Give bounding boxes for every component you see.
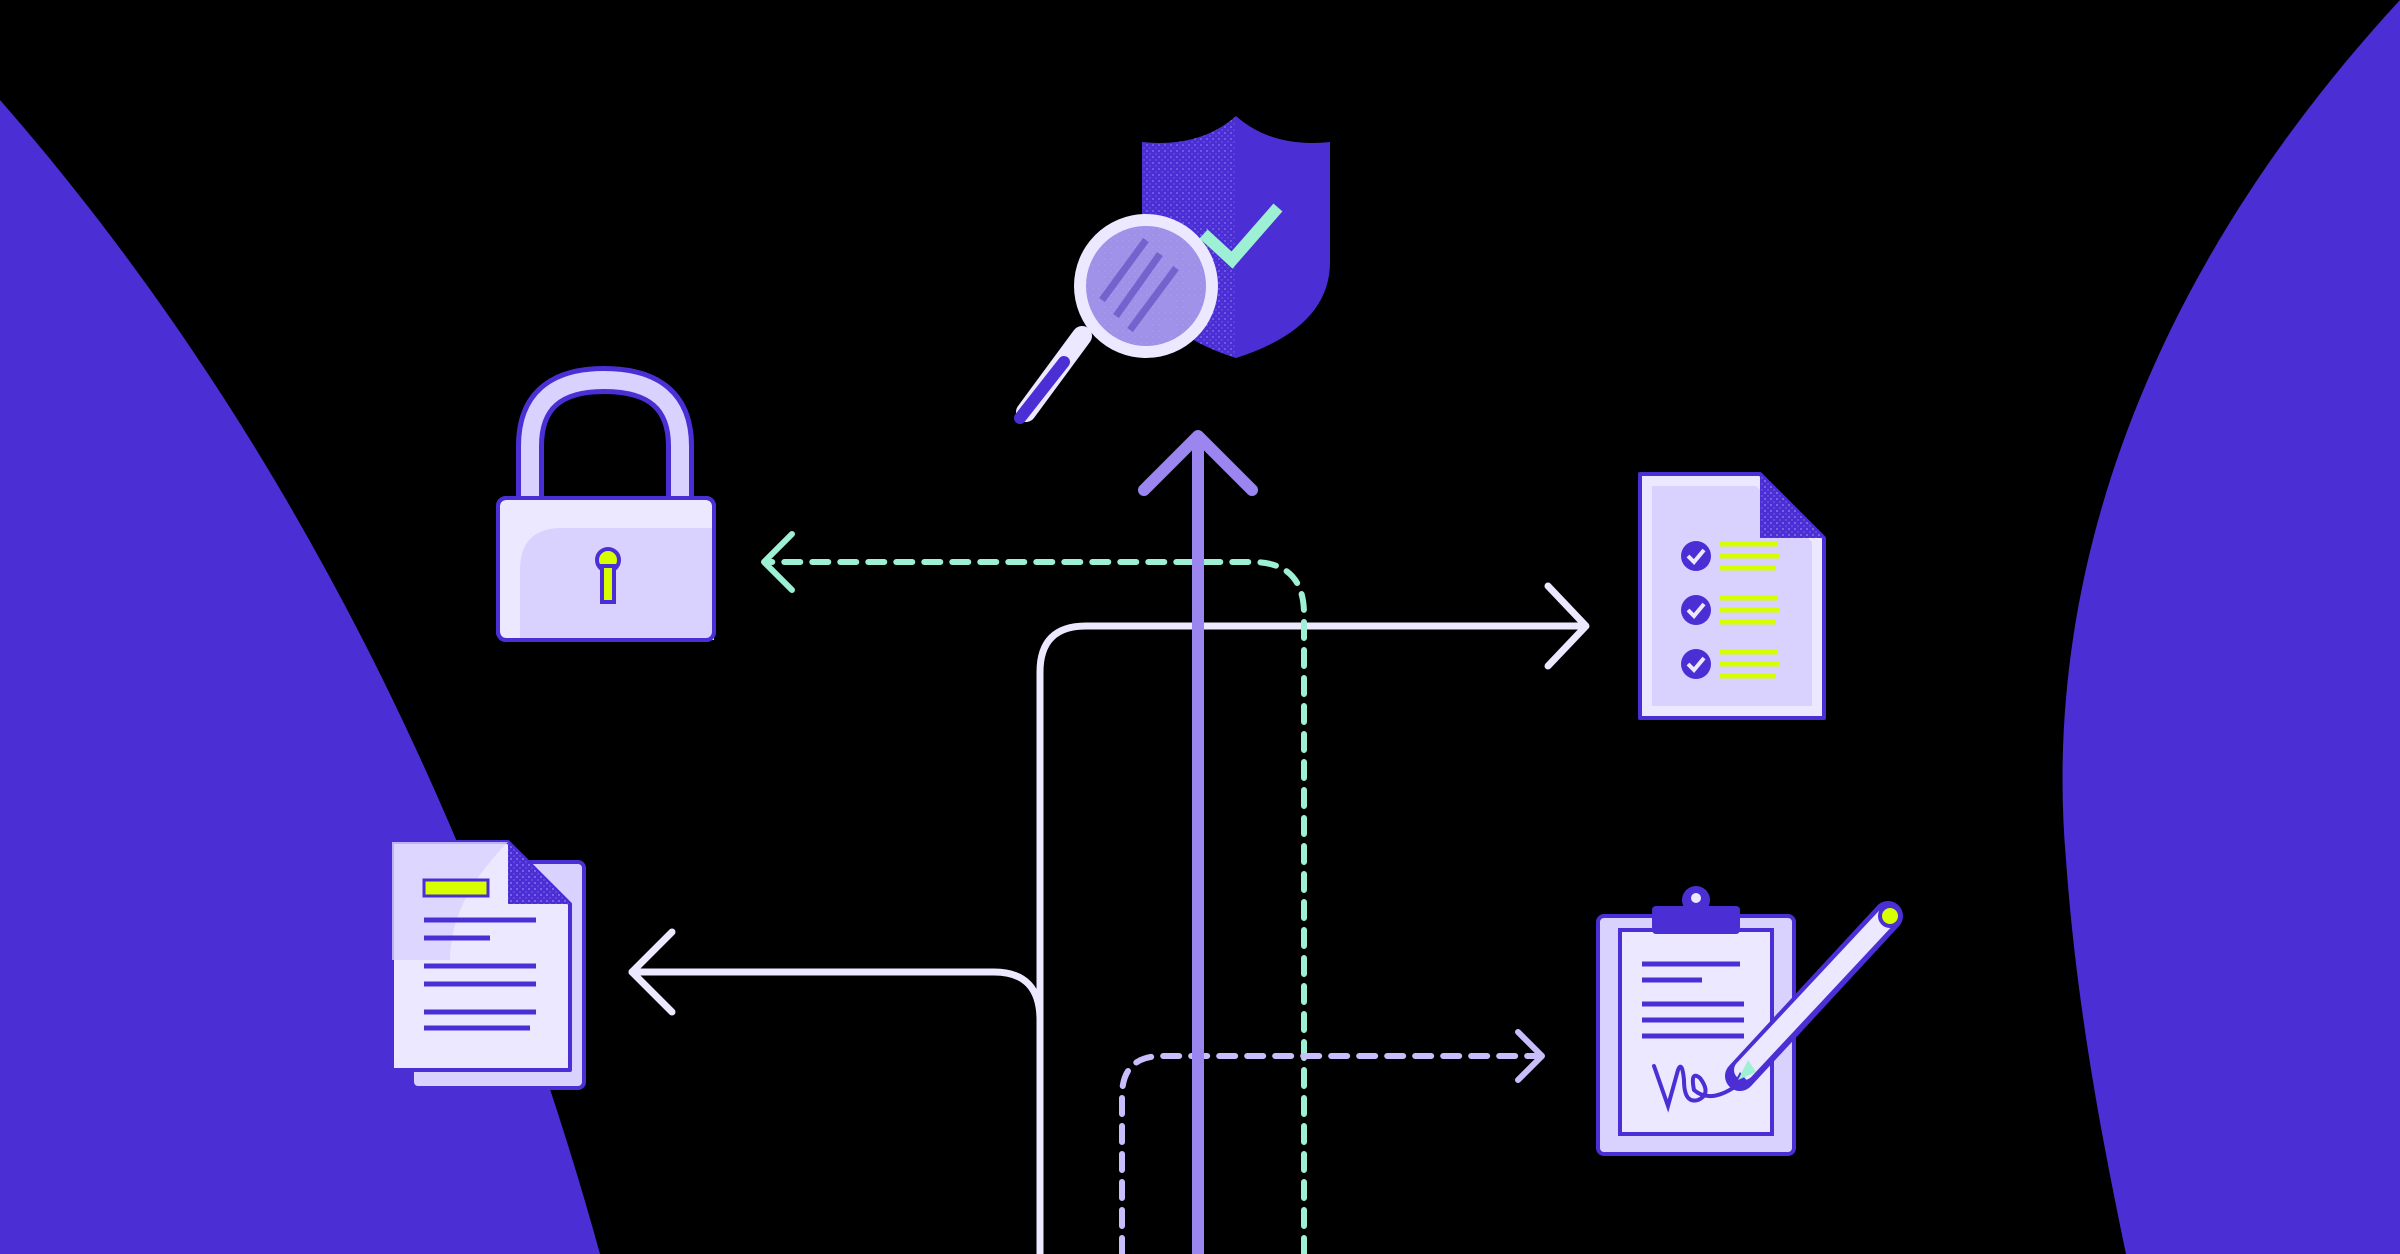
arrow-to-checklist: [1036, 622, 1586, 1254]
arrow-to-documents: [628, 968, 1044, 1024]
signature-scribble: [1652, 1064, 1738, 1113]
magnifying-glass-icon: [1014, 214, 1218, 424]
check-item-2: [1681, 595, 1780, 625]
checklist-document-icon: [1638, 472, 1826, 720]
dashed-arrow-to-padlock: [765, 559, 1307, 1254]
check-item-3: [1681, 649, 1780, 679]
pen-icon: [1725, 901, 1903, 1091]
padlock-icon: [496, 365, 716, 642]
check-item-1: [1681, 541, 1780, 571]
dashed-arrow-to-clipboard: [1119, 1053, 1543, 1254]
connectors: [628, 430, 1590, 1254]
stacked-documents-icon: [390, 840, 586, 1090]
right-purple-blob: [2062, 0, 2400, 1254]
clipboard-signature-icon: [1596, 886, 1796, 1156]
